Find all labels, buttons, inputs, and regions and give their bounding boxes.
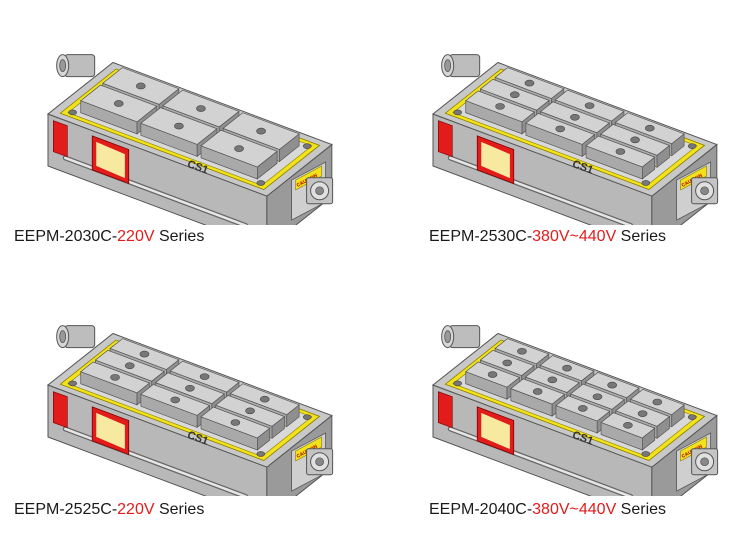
pole-bolt-hole — [185, 384, 195, 392]
pole-bolt-hole — [547, 376, 558, 384]
mounting-hole — [302, 414, 312, 420]
warning-label-icon — [96, 141, 125, 179]
pole-bolt-hole — [234, 145, 244, 152]
mounting-hole — [256, 451, 266, 457]
cable-gland-icon — [59, 59, 67, 73]
warning-label-icon — [96, 412, 125, 450]
series-suffix: Series — [616, 501, 667, 518]
voltage-rating: 380V~440V — [532, 228, 617, 245]
pole-bolt-hole — [230, 419, 241, 426]
connector-plug-icon — [700, 457, 709, 467]
pole-bolt-hole — [124, 362, 135, 370]
pole-bolt-hole — [110, 374, 120, 381]
product-caption: EEPM-2525C-220V Series — [14, 501, 204, 519]
mounting-hole — [687, 143, 697, 149]
pole-bolt-hole — [615, 148, 626, 155]
pole-bolt-hole — [637, 410, 648, 417]
pole-bolt-hole — [555, 125, 566, 133]
series-suffix: Series — [154, 228, 205, 245]
product-cell-2: CS1CAUTION EEPM-2530C-380V~440V Series — [375, 0, 750, 269]
warning-label-icon — [481, 141, 510, 179]
cable-gland-icon — [59, 330, 67, 344]
model-number: EEPM-2525C- — [14, 501, 118, 518]
pole-bolt-hole — [532, 388, 543, 395]
product-cell-3: CS1CAUTION EEPM-2525C-220V Series — [0, 269, 375, 538]
pole-bolt-hole — [502, 359, 513, 367]
mounting-hole — [256, 180, 266, 186]
pole-bolt-hole — [509, 91, 520, 99]
mounting-hole — [687, 414, 697, 420]
connector-plug-icon — [315, 186, 324, 196]
mounting-hole — [68, 380, 77, 387]
magnetic-chuck-illustration: CS1CAUTION — [46, 54, 334, 225]
model-number: EEPM-2030C- — [14, 228, 118, 245]
pole-bolt-hole — [113, 100, 124, 107]
pole-bolt-hole — [135, 82, 146, 90]
mounting-hole — [453, 380, 462, 387]
series-suffix: Series — [616, 228, 667, 245]
series-suffix: Series — [154, 501, 205, 518]
pole-bolt-hole — [256, 127, 266, 135]
pole-bolt-hole — [517, 347, 527, 355]
product-caption: EEPM-2530C-380V~440V Series — [429, 228, 666, 246]
model-number: EEPM-2530C- — [429, 228, 533, 245]
pole-bolt-hole — [630, 136, 640, 144]
connector-plug-icon — [700, 186, 709, 196]
model-number: EEPM-2040C- — [429, 501, 533, 518]
warning-label-icon — [438, 120, 453, 158]
pole-bolt-hole — [199, 373, 210, 380]
voltage-rating: 380V~440V — [532, 501, 617, 518]
pole-bolt-hole — [607, 381, 617, 389]
mounting-hole — [641, 180, 651, 186]
pole-bolt-hole — [245, 407, 255, 415]
pole-bolt-hole — [623, 422, 633, 429]
pole-bolt-hole — [562, 364, 572, 372]
product-cell-4: CS1CAUTION EEPM-2040C-380V~440V Series — [375, 269, 750, 538]
mounting-hole — [302, 143, 312, 149]
voltage-rating: 220V — [117, 228, 155, 245]
pole-bolt-hole — [139, 350, 150, 358]
pole-bolt-hole — [196, 105, 206, 112]
mounting-hole — [641, 451, 651, 457]
magnetic-chuck-illustration: CS1CAUTION — [431, 325, 719, 496]
product-cell-1: CS1CAUTION EEPM-2030C-220V Series — [0, 0, 375, 269]
warning-label-icon — [481, 412, 510, 450]
pole-bolt-hole — [170, 396, 181, 404]
warning-label-icon — [53, 391, 68, 429]
pole-bolt-hole — [652, 398, 663, 406]
mounting-hole — [453, 109, 462, 116]
pole-bolt-hole — [577, 405, 588, 412]
cable-gland-icon — [444, 59, 452, 73]
pole-bolt-hole — [174, 122, 184, 130]
cable-gland-icon — [444, 330, 452, 344]
pole-bolt-hole — [644, 124, 655, 132]
pole-bolt-hole — [495, 103, 505, 110]
voltage-rating: 220V — [117, 501, 155, 518]
product-caption: EEPM-2030C-220V Series — [14, 228, 204, 246]
magnetic-chuck-illustration: CS1CAUTION — [46, 325, 334, 496]
pole-bolt-hole — [487, 371, 498, 378]
pole-bolt-hole — [584, 102, 595, 109]
magnetic-chuck-illustration: CS1CAUTION — [431, 54, 719, 225]
warning-label-icon — [53, 120, 68, 158]
connector-plug-icon — [315, 457, 324, 467]
pole-bolt-hole — [570, 113, 580, 121]
warning-label-icon — [438, 391, 453, 429]
pole-bolt-hole — [259, 395, 270, 403]
product-caption: EEPM-2040C-380V~440V Series — [429, 501, 666, 519]
mounting-hole — [68, 109, 77, 116]
pole-bolt-hole — [592, 393, 603, 401]
pole-bolt-hole — [524, 79, 535, 87]
